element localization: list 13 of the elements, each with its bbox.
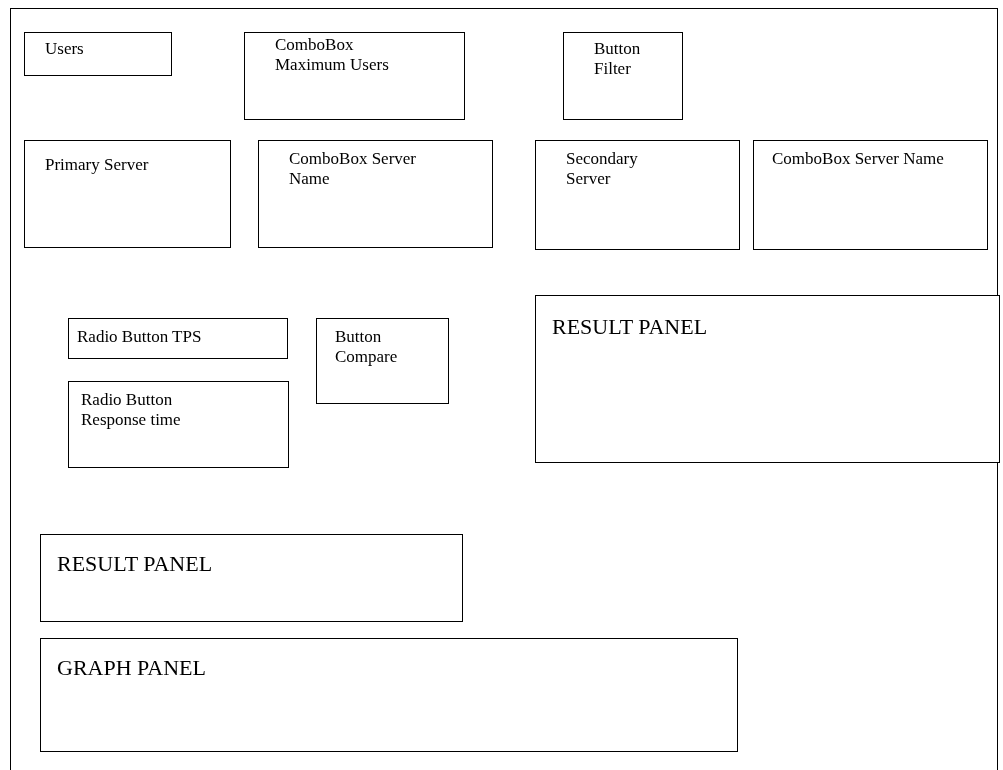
panel-field: RESULT PANEL bbox=[40, 534, 463, 622]
panel-field: GRAPH PANEL bbox=[40, 638, 738, 752]
labeled-field: Primary Server bbox=[24, 140, 231, 248]
labeled-field: Button Filter bbox=[563, 32, 683, 120]
panel-field: RESULT PANEL bbox=[535, 295, 1000, 463]
labeled-field: ComboBox Server Name bbox=[753, 140, 988, 250]
labeled-field: Button Compare bbox=[316, 318, 449, 404]
labeled-field: Radio Button Response time bbox=[68, 381, 289, 468]
labeled-field: Users bbox=[24, 32, 172, 76]
labeled-field: Radio Button TPS bbox=[68, 318, 288, 359]
labeled-field: Secondary Server bbox=[535, 140, 740, 250]
labeled-field: ComboBox Maximum Users bbox=[244, 32, 465, 120]
labeled-field: ComboBox Server Name bbox=[258, 140, 493, 248]
